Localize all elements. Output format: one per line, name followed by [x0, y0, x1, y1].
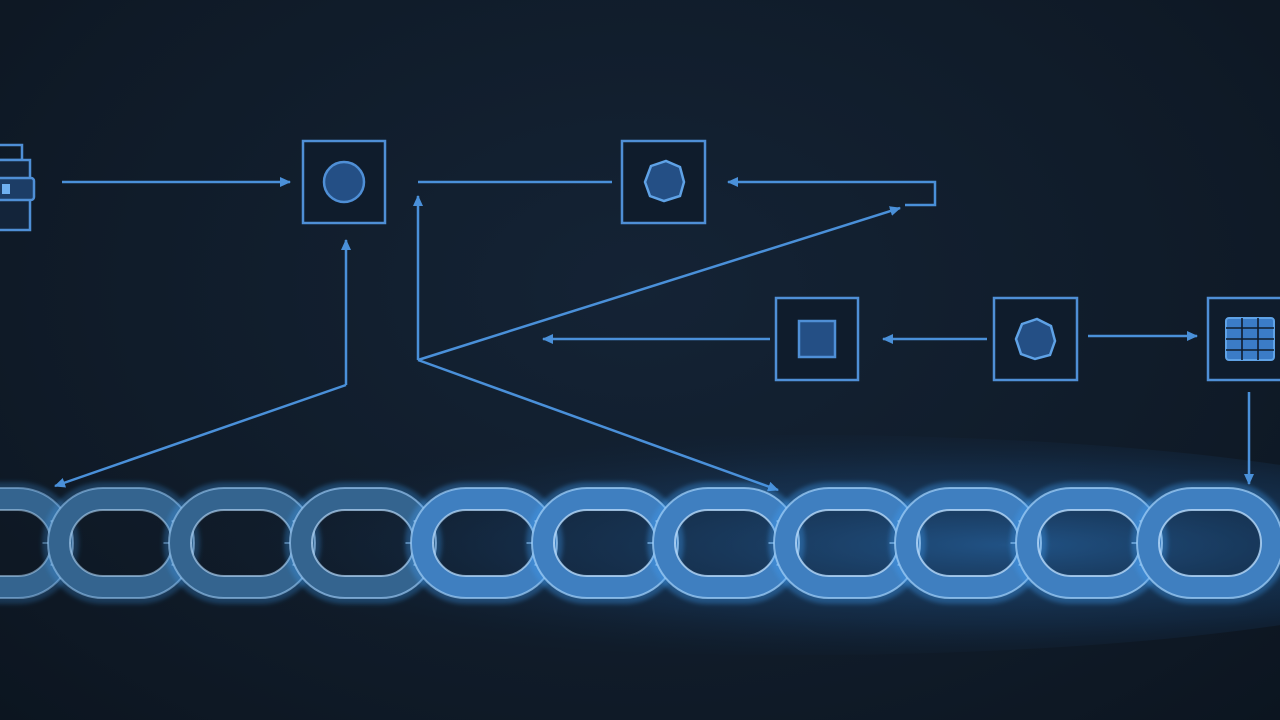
arrow-return-to-nugget	[727, 177, 937, 207]
grid-node	[1206, 296, 1280, 382]
connectors	[54, 177, 1254, 492]
arrow-diagonal-up	[417, 206, 901, 362]
arrow-to-chain-left	[54, 383, 347, 488]
square-node	[774, 296, 860, 382]
arrow-to-chain-mid	[417, 358, 779, 492]
wallet-icon	[0, 143, 36, 232]
circle-node	[301, 139, 387, 225]
nugget-icon	[643, 159, 686, 203]
nugget-top-node	[620, 139, 707, 225]
square-icon	[797, 319, 837, 359]
blockchain-chain	[0, 482, 1280, 604]
wallet-node	[0, 143, 36, 232]
circle-icon	[322, 160, 366, 204]
nugget-mid-node	[992, 296, 1079, 382]
chain-halo	[100, 435, 1280, 655]
grid-icon	[1225, 317, 1275, 361]
nugget-icon	[1014, 317, 1057, 361]
chain-link	[1131, 482, 1280, 604]
